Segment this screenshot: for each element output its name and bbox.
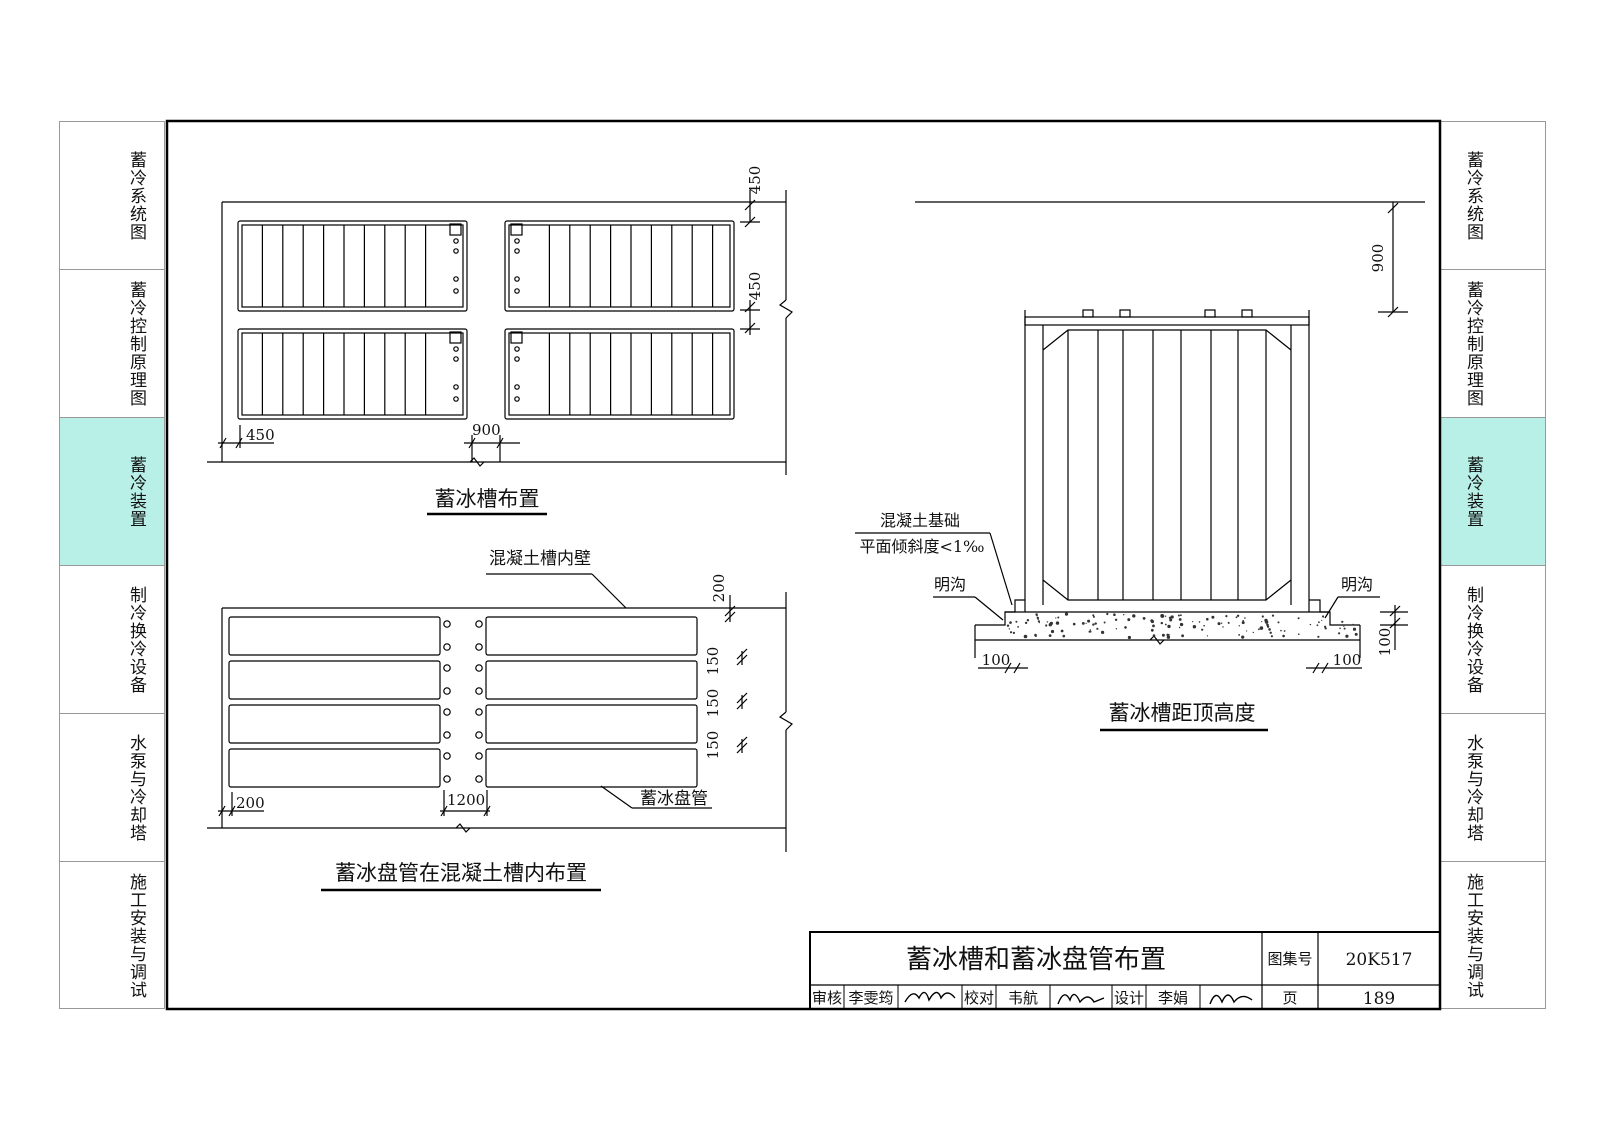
tank-clearance-section <box>855 201 1425 674</box>
left-tab-1[interactable]: 蓄冷控制原理图 <box>60 270 164 418</box>
dim3-left-trench: 100 <box>982 651 1011 669</box>
concrete-base-hatch <box>1006 612 1358 640</box>
concrete-base-label: 混凝土基础 <box>880 511 960 530</box>
atlas-label: 图集号 <box>1267 950 1312 968</box>
right-tab-5[interactable]: 施工安装与调试 <box>1441 862 1545 1010</box>
dim2-top-gap: 200 <box>710 574 728 603</box>
ice-coil-unit <box>475 616 698 656</box>
right-section-tabs: 蓄冷系统图蓄冷控制原理图蓄冷装置制冷换冷设备水泵与冷却塔施工安装与调试 <box>1440 121 1546 1009</box>
right-tab-label: 蓄冷控制原理图 <box>1463 280 1483 407</box>
dim2-center-gap: 1200 <box>447 791 485 809</box>
right-tab-0[interactable]: 蓄冷系统图 <box>1441 122 1545 270</box>
dim-left-gap: 450 <box>246 426 275 444</box>
check-label: 校对 <box>964 989 994 1007</box>
designer-name: 李娟 <box>1158 989 1188 1007</box>
dim-top-gap: 450 <box>746 166 764 195</box>
design-label: 设计 <box>1114 989 1144 1007</box>
page-label: 页 <box>1282 989 1297 1007</box>
right-trench-label: 明沟 <box>1341 575 1373 594</box>
left-tab-label: 蓄冷系统图 <box>126 150 146 241</box>
review-label: 审核 <box>812 989 842 1007</box>
ice-coil-unit <box>475 660 698 700</box>
ice-tank-unit <box>504 220 735 312</box>
dim2-gap1: 150 <box>704 647 722 676</box>
right-tab-label: 制冷换冷设备 <box>1463 585 1483 694</box>
ice-coil-unit <box>228 616 451 656</box>
left-tab-3[interactable]: 制冷换冷设备 <box>60 566 164 714</box>
drawing3-caption: 蓄冰槽距顶高度 <box>1109 701 1256 725</box>
drawing2-caption: 蓄冰盘管在混凝土槽内布置 <box>335 861 587 885</box>
left-trench-label: 明沟 <box>934 575 966 594</box>
right-tab-4[interactable]: 水泵与冷却塔 <box>1441 714 1545 862</box>
left-section-tabs: 蓄冷系统图蓄冷控制原理图蓄冷装置制冷换冷设备水泵与冷却塔施工安装与调试 <box>59 121 165 1009</box>
slope-label: 平面倾斜度<1‰ <box>859 537 984 556</box>
left-tab-4[interactable]: 水泵与冷却塔 <box>60 714 164 862</box>
reviewer-name: 李雯筠 <box>848 989 893 1007</box>
ice-coil-unit <box>228 704 451 744</box>
right-tab-1[interactable]: 蓄冷控制原理图 <box>1441 270 1545 418</box>
coil-label: 蓄冰盘管 <box>640 789 708 809</box>
sheet-title: 蓄冰槽和蓄冰盘管布置 <box>906 945 1166 975</box>
left-tab-0[interactable]: 蓄冷系统图 <box>60 122 164 270</box>
right-tab-label: 水泵与冷却塔 <box>1463 733 1483 842</box>
right-tab-2[interactable]: 蓄冷装置 <box>1441 418 1545 566</box>
left-tab-label: 蓄冷控制原理图 <box>126 280 146 407</box>
atlas-number: 20K517 <box>1346 950 1413 970</box>
ice-coil-unit <box>475 748 698 788</box>
dim3-base-height: 100 <box>1376 628 1394 657</box>
left-tab-label: 水泵与冷却塔 <box>126 733 146 842</box>
ice-coil-unit <box>228 660 451 700</box>
ice-coil-unit <box>475 704 698 744</box>
right-tab-3[interactable]: 制冷换冷设备 <box>1441 566 1545 714</box>
checker-name: 韦航 <box>1008 989 1038 1007</box>
dim2-gap2: 150 <box>704 689 722 718</box>
left-tab-label: 施工安装与调试 <box>126 873 146 999</box>
left-tab-2[interactable]: 蓄冷装置 <box>60 418 164 566</box>
dim-center-gap: 900 <box>472 421 501 439</box>
right-tab-label: 施工安装与调试 <box>1463 873 1483 999</box>
ice-tank-unit <box>237 220 468 312</box>
drawing1-caption: 蓄冰槽布置 <box>435 487 540 511</box>
right-tab-label: 蓄冷装置 <box>1463 455 1483 528</box>
dim3-right-trench: 100 <box>1333 651 1362 669</box>
concrete-wall-label: 混凝土槽内壁 <box>489 549 591 569</box>
coil-layout-plan <box>207 573 793 852</box>
dim2-gap3: 150 <box>704 731 722 760</box>
ice-tank-unit <box>237 328 468 420</box>
left-tab-label: 蓄冷装置 <box>126 455 146 528</box>
ice-tank-layout-plan <box>207 190 793 475</box>
ice-coil-unit <box>228 748 451 788</box>
page-number: 189 <box>1363 989 1395 1009</box>
sheet-frame <box>165 119 1442 1011</box>
dim-mid-gap: 450 <box>746 272 764 301</box>
left-tab-label: 制冷换冷设备 <box>126 585 146 694</box>
dim2-left-gap: 200 <box>236 794 265 812</box>
dim3-top-height: 900 <box>1369 244 1387 273</box>
right-tab-label: 蓄冷系统图 <box>1463 150 1483 241</box>
title-block <box>809 931 1441 1010</box>
left-tab-5[interactable]: 施工安装与调试 <box>60 862 164 1010</box>
ice-tank-unit <box>504 328 735 420</box>
